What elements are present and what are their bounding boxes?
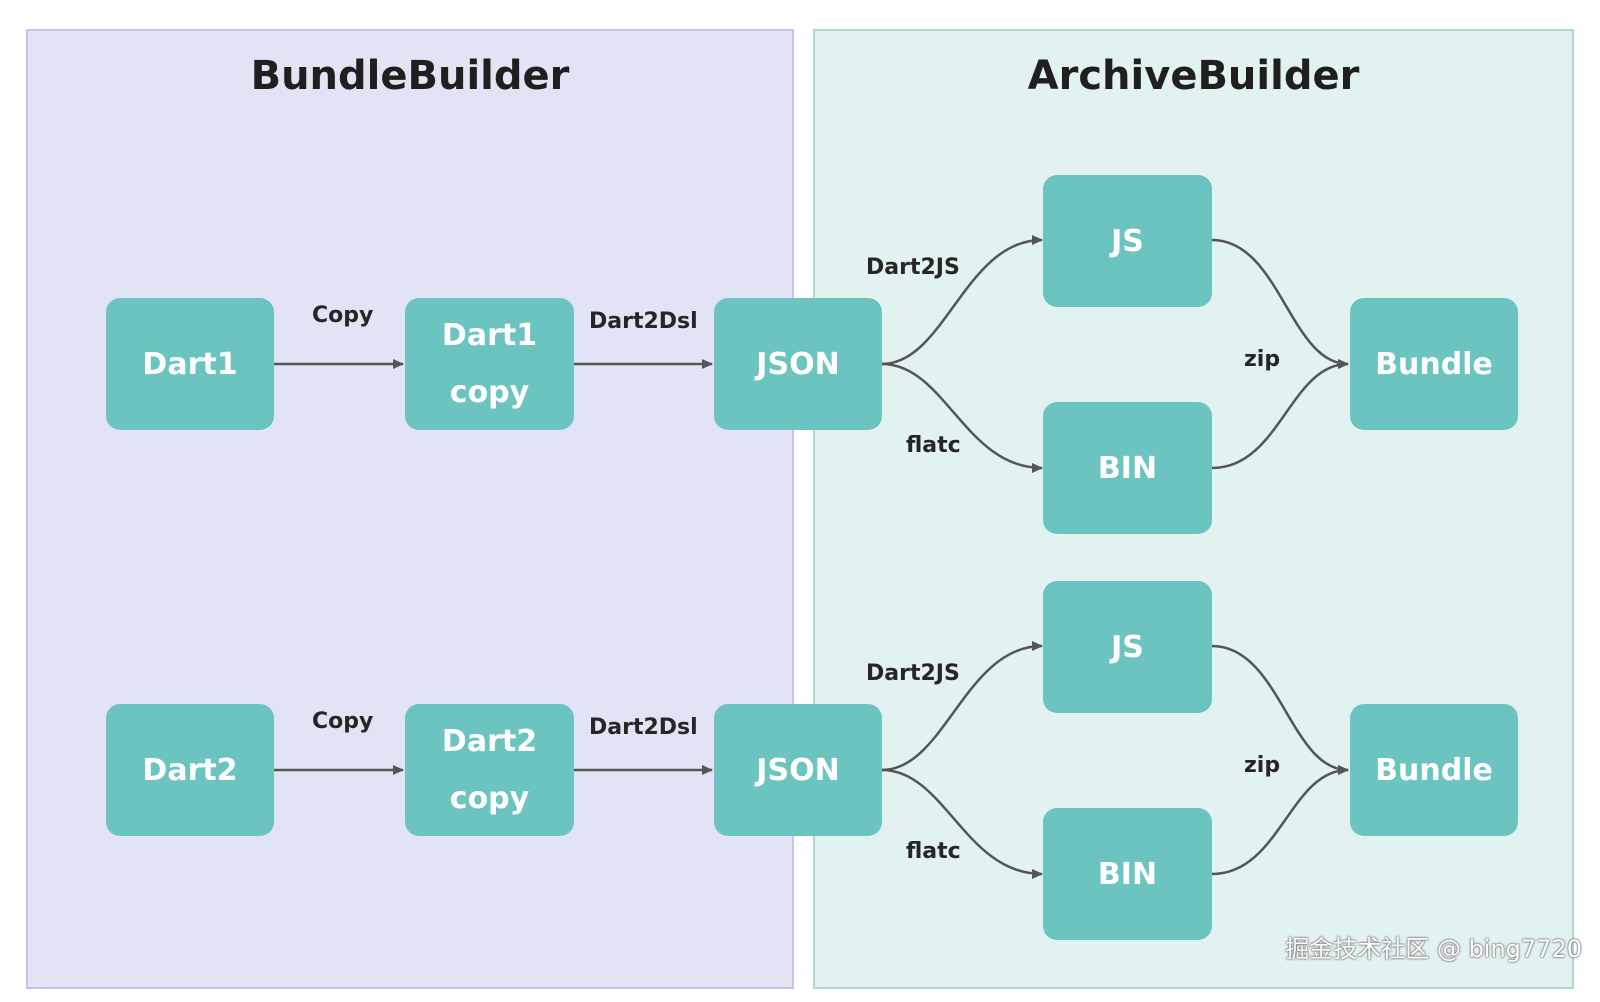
archive-builder-title: ArchiveBuilder [1027,53,1360,99]
label-dart2dsl-2: Dart2Dsl [589,715,698,740]
label-zip-2: zip [1244,753,1281,778]
edge-zip-bin-1 [1211,359,1349,470]
watermark: 掘金技术社区 @ bing7720 [1285,935,1582,963]
label-flatc-2: flatc [906,839,961,864]
edge-zip-js-2 [1211,644,1349,775]
node-dart2-copy-line2: copy [449,781,530,816]
node-dart2: Dart2 [106,704,274,836]
label-dart2js-1: Dart2JS [866,255,960,280]
node-dart2-copy: Dart2 copy [405,704,574,836]
node-json-2: JSON [714,704,882,836]
edge-zip-js-1 [1211,238,1349,369]
node-js-2: JS [1043,581,1212,713]
label-zip-1: zip [1244,347,1281,372]
edge-flatc-2 [881,768,1043,879]
node-dart1: Dart1 [106,298,274,430]
node-dart1-copy-line2: copy [449,375,530,410]
label-dart2dsl-1: Dart2Dsl [589,309,698,334]
edge-dart2js-1 [881,235,1043,366]
bundle-builder-title: BundleBuilder [250,53,570,99]
node-bundle-2: Bundle [1350,704,1518,836]
label-copy-1: Copy [312,303,374,328]
node-bin-2: BIN [1043,808,1212,940]
node-bin-1: BIN [1043,402,1212,534]
edge-flatc-1 [881,362,1043,473]
label-dart2js-2: Dart2JS [866,661,960,686]
node-dart1-copy: Dart1 copy [405,298,574,430]
node-json-1: JSON [714,298,882,430]
node-js-1: JS [1043,175,1212,307]
edge-zip-bin-2 [1211,765,1349,876]
label-flatc-1: flatc [906,433,961,458]
label-copy-2: Copy [312,709,374,734]
node-dart1-copy-line1: Dart1 [441,318,538,353]
edge-dart2js-2 [881,641,1043,772]
node-dart2-copy-line1: Dart2 [441,724,538,759]
node-bundle-1: Bundle [1350,298,1518,430]
